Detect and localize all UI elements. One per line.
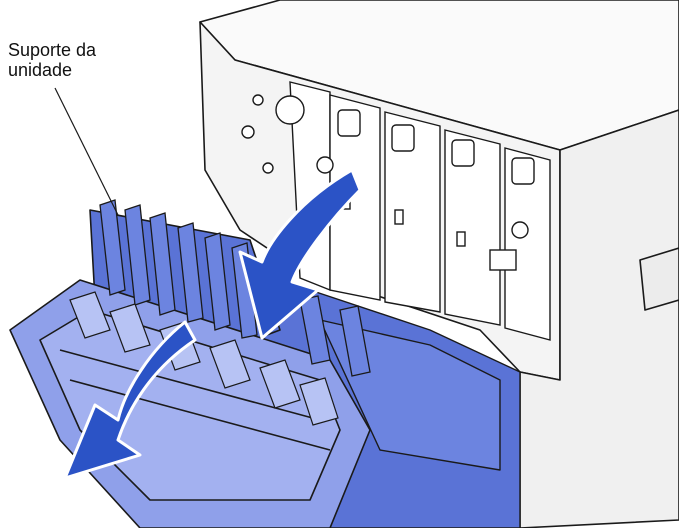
callout-leader-line: [54, 87, 119, 216]
arrow-upper: [238, 168, 362, 340]
bay-tab-3: [451, 139, 475, 167]
arrows: [63, 168, 362, 480]
fin-1: [99, 199, 126, 296]
fin-5: [204, 232, 231, 331]
rib-5: [259, 359, 301, 409]
fin-6: [231, 242, 258, 339]
bay-window-3: [456, 231, 466, 247]
fin-8: [339, 305, 371, 377]
small-hole-3: [262, 162, 274, 174]
gear-ring: [275, 95, 305, 125]
door-rail: [59, 349, 321, 421]
door-fins: [99, 199, 371, 377]
bay-tab-1: [337, 109, 361, 137]
printer-side-panel: [519, 109, 679, 528]
fin-4: [177, 222, 204, 323]
rib-2: [109, 303, 151, 353]
latch-screw-right: [511, 221, 529, 239]
bay-tab-4: [511, 157, 535, 185]
latch-screw: [316, 156, 334, 174]
small-hole-2: [241, 125, 255, 139]
bay-4: [444, 129, 501, 326]
small-hole-1: [252, 94, 264, 106]
bay-window-4: [489, 249, 517, 271]
bay-3: [384, 111, 441, 313]
rib-6: [299, 377, 339, 426]
fin-2: [124, 204, 151, 306]
cartridge-bays: [241, 81, 551, 341]
rib-1: [69, 291, 111, 339]
side-slot: [639, 247, 679, 311]
callout-label-drive-support: Suporte da unidade: [8, 40, 97, 80]
door-rail-2: [69, 379, 331, 451]
bay-tab-2: [391, 124, 415, 152]
fin-7: [299, 295, 331, 365]
fin-3: [149, 212, 176, 316]
arrow-lower: [63, 320, 197, 480]
bay-window-2: [394, 209, 404, 225]
rib-4: [209, 339, 251, 389]
